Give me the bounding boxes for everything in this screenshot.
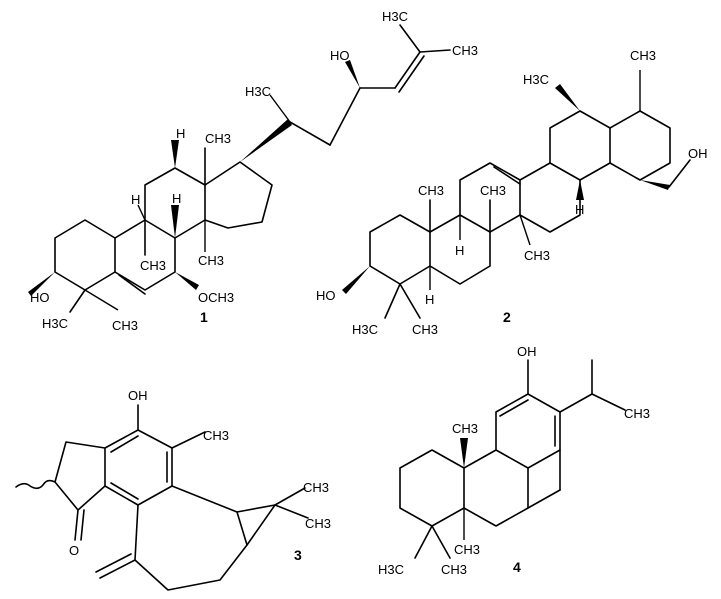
c2-h-label-c: H bbox=[575, 202, 584, 217]
compound-4-structure bbox=[399, 359, 626, 559]
c2-h-label-b: H bbox=[455, 243, 464, 258]
c1-och3-label: OCH3 bbox=[198, 290, 234, 305]
c3-o-label: O bbox=[69, 543, 79, 558]
c1-h-label-a: H bbox=[176, 126, 185, 141]
c1-h-label-b: H bbox=[172, 191, 181, 206]
c3-ch3-label-b: CH3 bbox=[303, 480, 329, 495]
c2-ch3-label-b: CH3 bbox=[418, 183, 444, 198]
c4-ch3-label-a: CH3 bbox=[624, 406, 650, 421]
c1-ho-label: HO bbox=[30, 290, 50, 305]
c3-oh-label: OH bbox=[128, 388, 148, 403]
c2-oh-label: OH bbox=[688, 146, 708, 161]
c1-h3c-label: H3C bbox=[42, 316, 68, 331]
c1-h-label-c: H bbox=[131, 192, 140, 207]
compound-1-structure bbox=[28, 24, 451, 313]
c1-h3c-label-c: H3C bbox=[382, 9, 408, 24]
compound-2-structure bbox=[342, 70, 691, 319]
c2-ch3-label-d: CH3 bbox=[524, 248, 550, 263]
c3-ch3-label-a: CH3 bbox=[203, 428, 229, 443]
c4-ch3-label-c: CH3 bbox=[454, 542, 480, 557]
c4-ch3-label-b: CH3 bbox=[452, 421, 478, 436]
c2-ch3-label-a: CH3 bbox=[412, 322, 438, 337]
c4-oh-label: OH bbox=[517, 344, 537, 359]
c4-ch3-label-d: CH3 bbox=[441, 562, 467, 577]
c2-h3c-label: H3C bbox=[352, 322, 378, 337]
compound-3-structure bbox=[15, 404, 309, 591]
c2-h-label-a: H bbox=[425, 292, 434, 307]
c2-ho-label: HO bbox=[316, 288, 336, 303]
c1-ch3-label-b: CH3 bbox=[140, 258, 166, 273]
c1-ch3-label-d: CH3 bbox=[205, 131, 231, 146]
c1-ch3-label-e: CH3 bbox=[452, 43, 478, 58]
c2-ch3-label-c: CH3 bbox=[480, 183, 506, 198]
c1-ho-label-b: HO bbox=[330, 48, 350, 63]
compound-3-number: 3 bbox=[294, 547, 302, 563]
c1-h3c-label-b: H3C bbox=[245, 84, 271, 99]
compound-4-number: 4 bbox=[513, 559, 521, 575]
c4-h3c-label: H3C bbox=[378, 562, 404, 577]
compound-2-number: 2 bbox=[503, 309, 511, 325]
c1-ch3-label-c: CH3 bbox=[198, 253, 224, 268]
c2-ch3-label-e: CH3 bbox=[630, 48, 656, 63]
c3-ch3-label-c: CH3 bbox=[305, 516, 331, 531]
c1-ch3-label-a: CH3 bbox=[112, 318, 138, 333]
c2-h3c-label-b: H3C bbox=[523, 72, 549, 87]
compound-1-number: 1 bbox=[200, 309, 208, 325]
